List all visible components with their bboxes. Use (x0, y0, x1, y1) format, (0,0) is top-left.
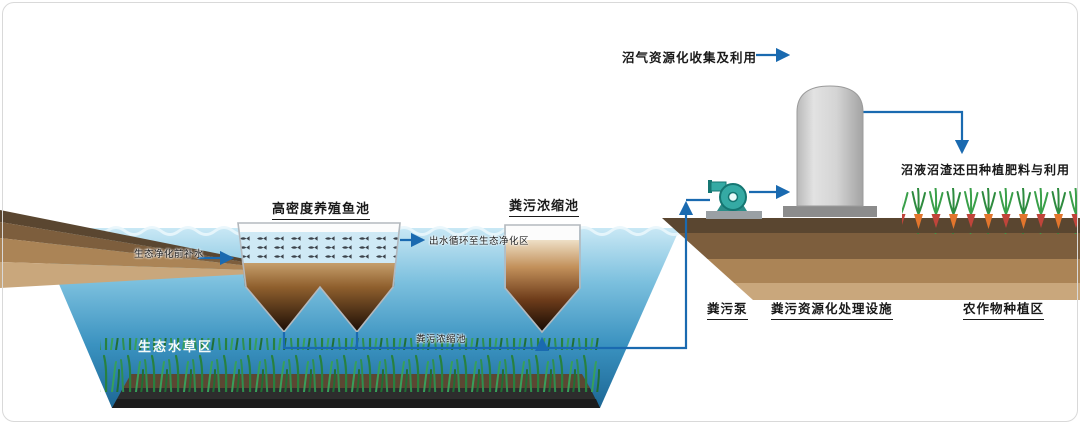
fish-school-icon (240, 232, 398, 263)
treatment-facility-label: 粪污资源化处理设施 (771, 298, 893, 320)
right-bank (662, 218, 1080, 300)
left-bank (0, 210, 250, 288)
inflow-note-label: 生态净化前补水 (134, 249, 205, 260)
centrifugal-pump-icon (708, 180, 747, 211)
aquatic-plant-zone-label: 生态水草区 (138, 339, 214, 354)
pump-unit (706, 180, 762, 219)
dome-digester-tank-icon (796, 85, 864, 207)
fish-tank (237, 222, 401, 334)
fish-pond-label: 高密度养殖鱼池 (272, 198, 371, 220)
digester-base (783, 206, 877, 217)
digester-unit (783, 85, 877, 217)
concentration-tank-label: 粪污浓缩池 (509, 195, 580, 217)
concentration-tank (504, 224, 581, 334)
crop-zone-label: 农作物种植区 (963, 298, 1045, 320)
flow-arrows (198, 47, 970, 352)
vegetable-row-icon (902, 188, 1077, 234)
digester-to-field-arrow (861, 110, 970, 155)
pump-label: 粪污泵 (707, 298, 748, 320)
outflow-note-label: 出水循环至生态净化区 (429, 236, 530, 247)
pipe-note-label: 粪污浓缩池 (416, 334, 467, 345)
crop-row (902, 188, 1077, 234)
sludge-pipe (282, 200, 694, 350)
biogas-use-label: 沼气资源化收集及利用 (622, 51, 758, 65)
pump-base (706, 211, 762, 219)
slurry-use-label: 沼液沼渣还田种植肥料与利用 (901, 163, 1071, 177)
